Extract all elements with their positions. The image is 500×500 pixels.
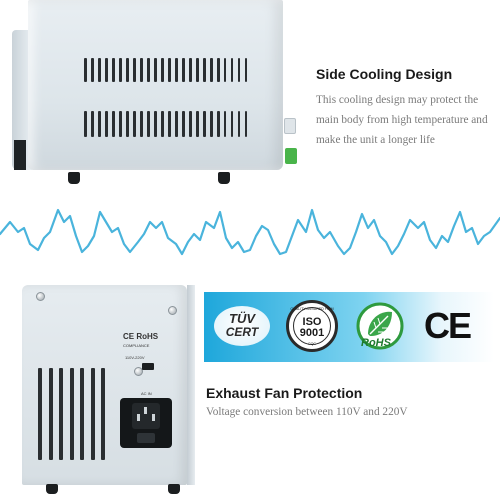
fuse-holder xyxy=(137,433,155,443)
exhaust-fan-description: Voltage conversion between 110V and 220V xyxy=(206,406,408,418)
lower-vent-grille xyxy=(84,111,248,137)
device-foot xyxy=(68,172,80,184)
voltage-selector-switch[interactable] xyxy=(142,363,154,370)
tuv-cert-icon: TÜV CERT xyxy=(214,306,270,346)
upper-vent-grille xyxy=(84,58,248,82)
device-foot xyxy=(218,172,230,184)
device-side-edge xyxy=(187,285,195,485)
device-foot xyxy=(168,484,180,494)
ce-rohs-label: CE RoHS COMPLIANCE xyxy=(123,332,159,349)
back-vent-grille xyxy=(38,368,105,460)
side-knob xyxy=(284,118,296,134)
screw xyxy=(134,367,143,376)
rohs-leaf-icon: RoHS xyxy=(354,300,406,354)
certification-banner: TÜV CERT QUALITY ASSURED FIRM ISO 9001 C… xyxy=(204,292,494,362)
ac-power-socket[interactable] xyxy=(120,398,172,448)
wave-divider xyxy=(0,208,500,256)
ac-in-label: AC IN xyxy=(141,391,152,396)
power-supply-side-view xyxy=(12,0,297,184)
device-front-edge xyxy=(12,30,32,170)
side-cooling-description: This cooling design may protect the main… xyxy=(316,94,488,146)
side-cooling-title: Side Cooling Design xyxy=(316,66,453,82)
iso9001-icon: QUALITY ASSURED FIRM ISO 9001 CQC xyxy=(286,300,338,352)
front-panel-strip xyxy=(14,140,26,170)
voltage-switch-label: 110V-220V xyxy=(125,355,145,360)
socket-inner xyxy=(132,403,160,429)
device-side-panel xyxy=(28,0,283,170)
screw xyxy=(36,292,45,301)
device-foot xyxy=(46,484,58,494)
green-terminal xyxy=(285,148,297,164)
screw xyxy=(168,306,177,315)
ce-mark-icon: CE xyxy=(424,305,472,346)
exhaust-fan-title: Exhaust Fan Protection xyxy=(206,385,363,401)
